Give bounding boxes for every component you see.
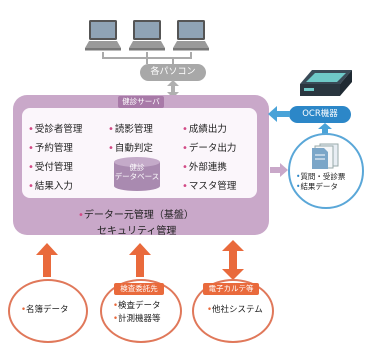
- pc-server-arrow: [167, 80, 179, 98]
- docs-to-ocr-arrow: [318, 123, 332, 135]
- ocr-to-server-arrow: [268, 106, 290, 122]
- laptop-icon: [85, 20, 121, 51]
- roster-data-item: •名簿データ: [21, 305, 69, 315]
- bullet-icon: •: [113, 301, 119, 311]
- laptop-icon: [129, 20, 165, 51]
- scanner-icon: [300, 70, 352, 96]
- lab-partner-item: •検査データ: [113, 301, 161, 311]
- bullet-icon: •: [108, 143, 114, 154]
- bullet-icon: •: [296, 172, 301, 181]
- ehr-header: 電子カルテ等: [203, 283, 259, 295]
- database-icon: [114, 157, 160, 191]
- lab-partner-header: 検査委託先: [114, 283, 164, 295]
- ehr-item: •他社システム: [207, 305, 263, 315]
- bullet-icon: •: [182, 143, 188, 154]
- bullet-icon: •: [182, 162, 188, 173]
- documents-icon: [312, 143, 339, 169]
- database-label: 健診 データベース: [114, 163, 160, 181]
- bullet-icon: •: [296, 182, 301, 191]
- server-title: 健診サーバ: [118, 96, 164, 108]
- lab-partner-circle: [100, 279, 182, 343]
- pc-label: 各パソコン: [140, 64, 206, 81]
- bullet-icon: •: [207, 305, 213, 315]
- feature-item: •結果入力: [28, 181, 73, 192]
- feature-item: •外部連携: [182, 162, 227, 173]
- feature-item: •自動判定: [108, 143, 153, 154]
- ocr-label: OCR機器: [289, 106, 351, 123]
- bullet-icon: •: [28, 143, 34, 154]
- bullet-icon: •: [21, 305, 27, 315]
- feature-item: •マスタ管理: [182, 181, 237, 192]
- feature-item: •受付管理: [28, 162, 73, 173]
- bullet-icon: •: [182, 181, 188, 192]
- double-arrow-right: [222, 240, 244, 280]
- bullet-icon: •: [108, 124, 114, 135]
- feature-item: •データ出力: [182, 143, 237, 154]
- feature-item: •読影管理: [108, 124, 153, 135]
- bullet-icon: •: [182, 124, 188, 135]
- server-to-docs-arrow: [270, 163, 288, 177]
- pc-connector-lines: [102, 52, 192, 64]
- document-item: •結果データ: [296, 182, 338, 191]
- documents-list: •質問・受診票 •結果データ: [296, 172, 345, 192]
- roster-data-circle: [8, 279, 88, 343]
- bullet-icon: •: [113, 314, 119, 324]
- up-arrow-left: [36, 243, 58, 277]
- data-source-management: •データー元管理（基盤）: [78, 210, 194, 221]
- up-arrow-middle: [129, 243, 151, 277]
- feature-item: •予約管理: [28, 143, 73, 154]
- feature-item: •受診者管理: [28, 124, 83, 135]
- documents-circle: [288, 133, 364, 209]
- lab-partner-item: •計測機器等: [113, 314, 161, 324]
- bullet-icon: •: [78, 210, 84, 221]
- bullet-icon: •: [28, 124, 34, 135]
- document-item: •質問・受診票: [296, 172, 346, 181]
- laptop-icon: [173, 20, 209, 51]
- bullet-icon: •: [28, 162, 34, 173]
- security-management: セキュリティ管理: [97, 226, 177, 237]
- bullet-icon: •: [28, 181, 34, 192]
- feature-item: •成績出力: [182, 124, 227, 135]
